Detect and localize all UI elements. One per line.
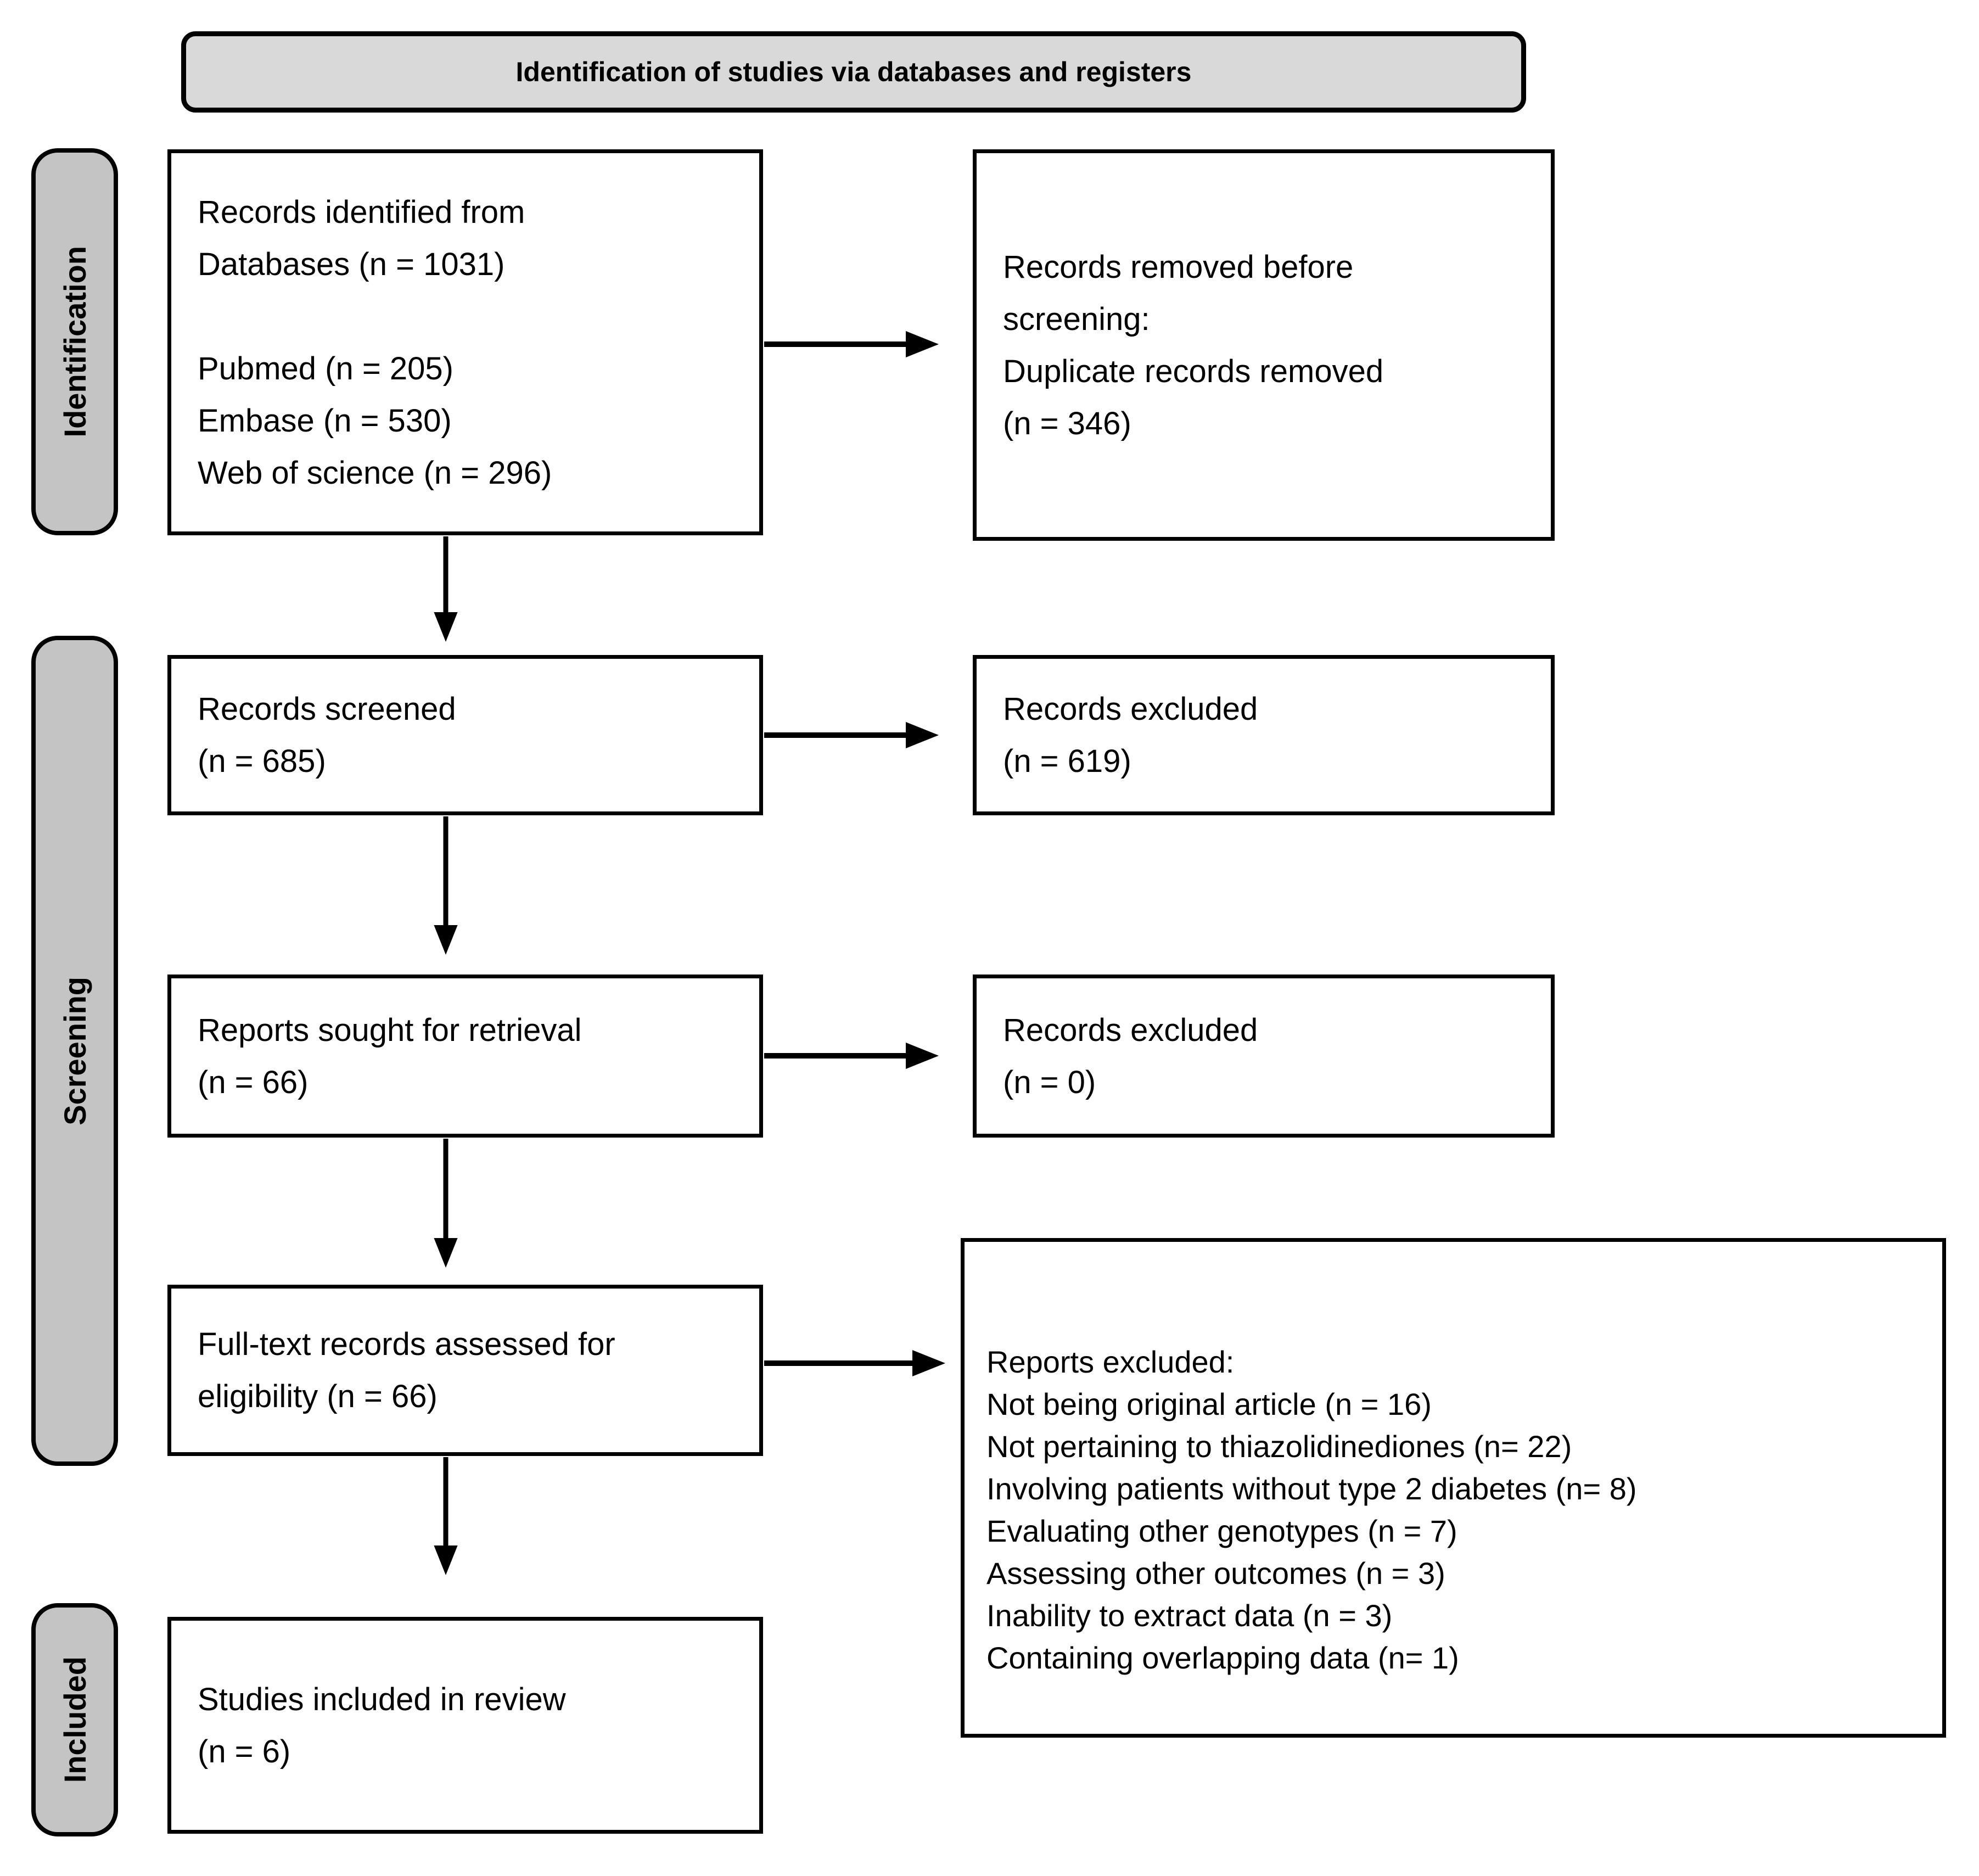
title-banner: Identification of studies via databases … [181, 31, 1526, 113]
box-reports-sought: Reports sought for retrieval (n = 66) [167, 975, 763, 1138]
box-studies-included-text: Studies included in review (n = 6) [198, 1681, 566, 1769]
box-records-excluded-retrieval-text: Records excluded (n = 0) [1003, 1012, 1258, 1100]
box-records-removed: Records removed before screening: Duplic… [973, 149, 1555, 541]
box-records-excluded-screening: Records excluded (n = 619) [973, 655, 1555, 815]
box-records-screened: Records screened (n = 685) [167, 655, 763, 815]
box-records-excluded-screening-text: Records excluded (n = 619) [1003, 691, 1258, 779]
stage-label-included: Included [57, 1656, 92, 1783]
box-records-identified-text: Records identified from Databases (n = 1… [198, 194, 552, 491]
box-fulltext-assessed-text: Full-text records assessed for eligibili… [198, 1326, 615, 1414]
box-records-excluded-retrieval: Records excluded (n = 0) [973, 975, 1555, 1138]
stage-label-identification: Identification [57, 246, 92, 438]
stage-bar-screening: Screening [31, 636, 118, 1466]
stage-bar-included: Included [31, 1603, 118, 1836]
box-fulltext-assessed: Full-text records assessed for eligibili… [167, 1285, 763, 1456]
box-reports-excluded-text: Reports excluded: Not being original art… [986, 1345, 1637, 1675]
box-studies-included: Studies included in review (n = 6) [167, 1617, 763, 1834]
box-records-identified: Records identified from Databases (n = 1… [167, 149, 763, 535]
stage-label-screening: Screening [57, 976, 92, 1125]
box-records-screened-text: Records screened (n = 685) [198, 691, 456, 779]
box-reports-sought-text: Reports sought for retrieval (n = 66) [198, 1012, 582, 1100]
box-reports-excluded: Reports excluded: Not being original art… [961, 1238, 1946, 1738]
box-records-removed-text: Records removed before screening: Duplic… [1003, 249, 1384, 441]
stage-bar-identification: Identification [31, 148, 118, 535]
title-text: Identification of studies via databases … [515, 57, 1192, 87]
